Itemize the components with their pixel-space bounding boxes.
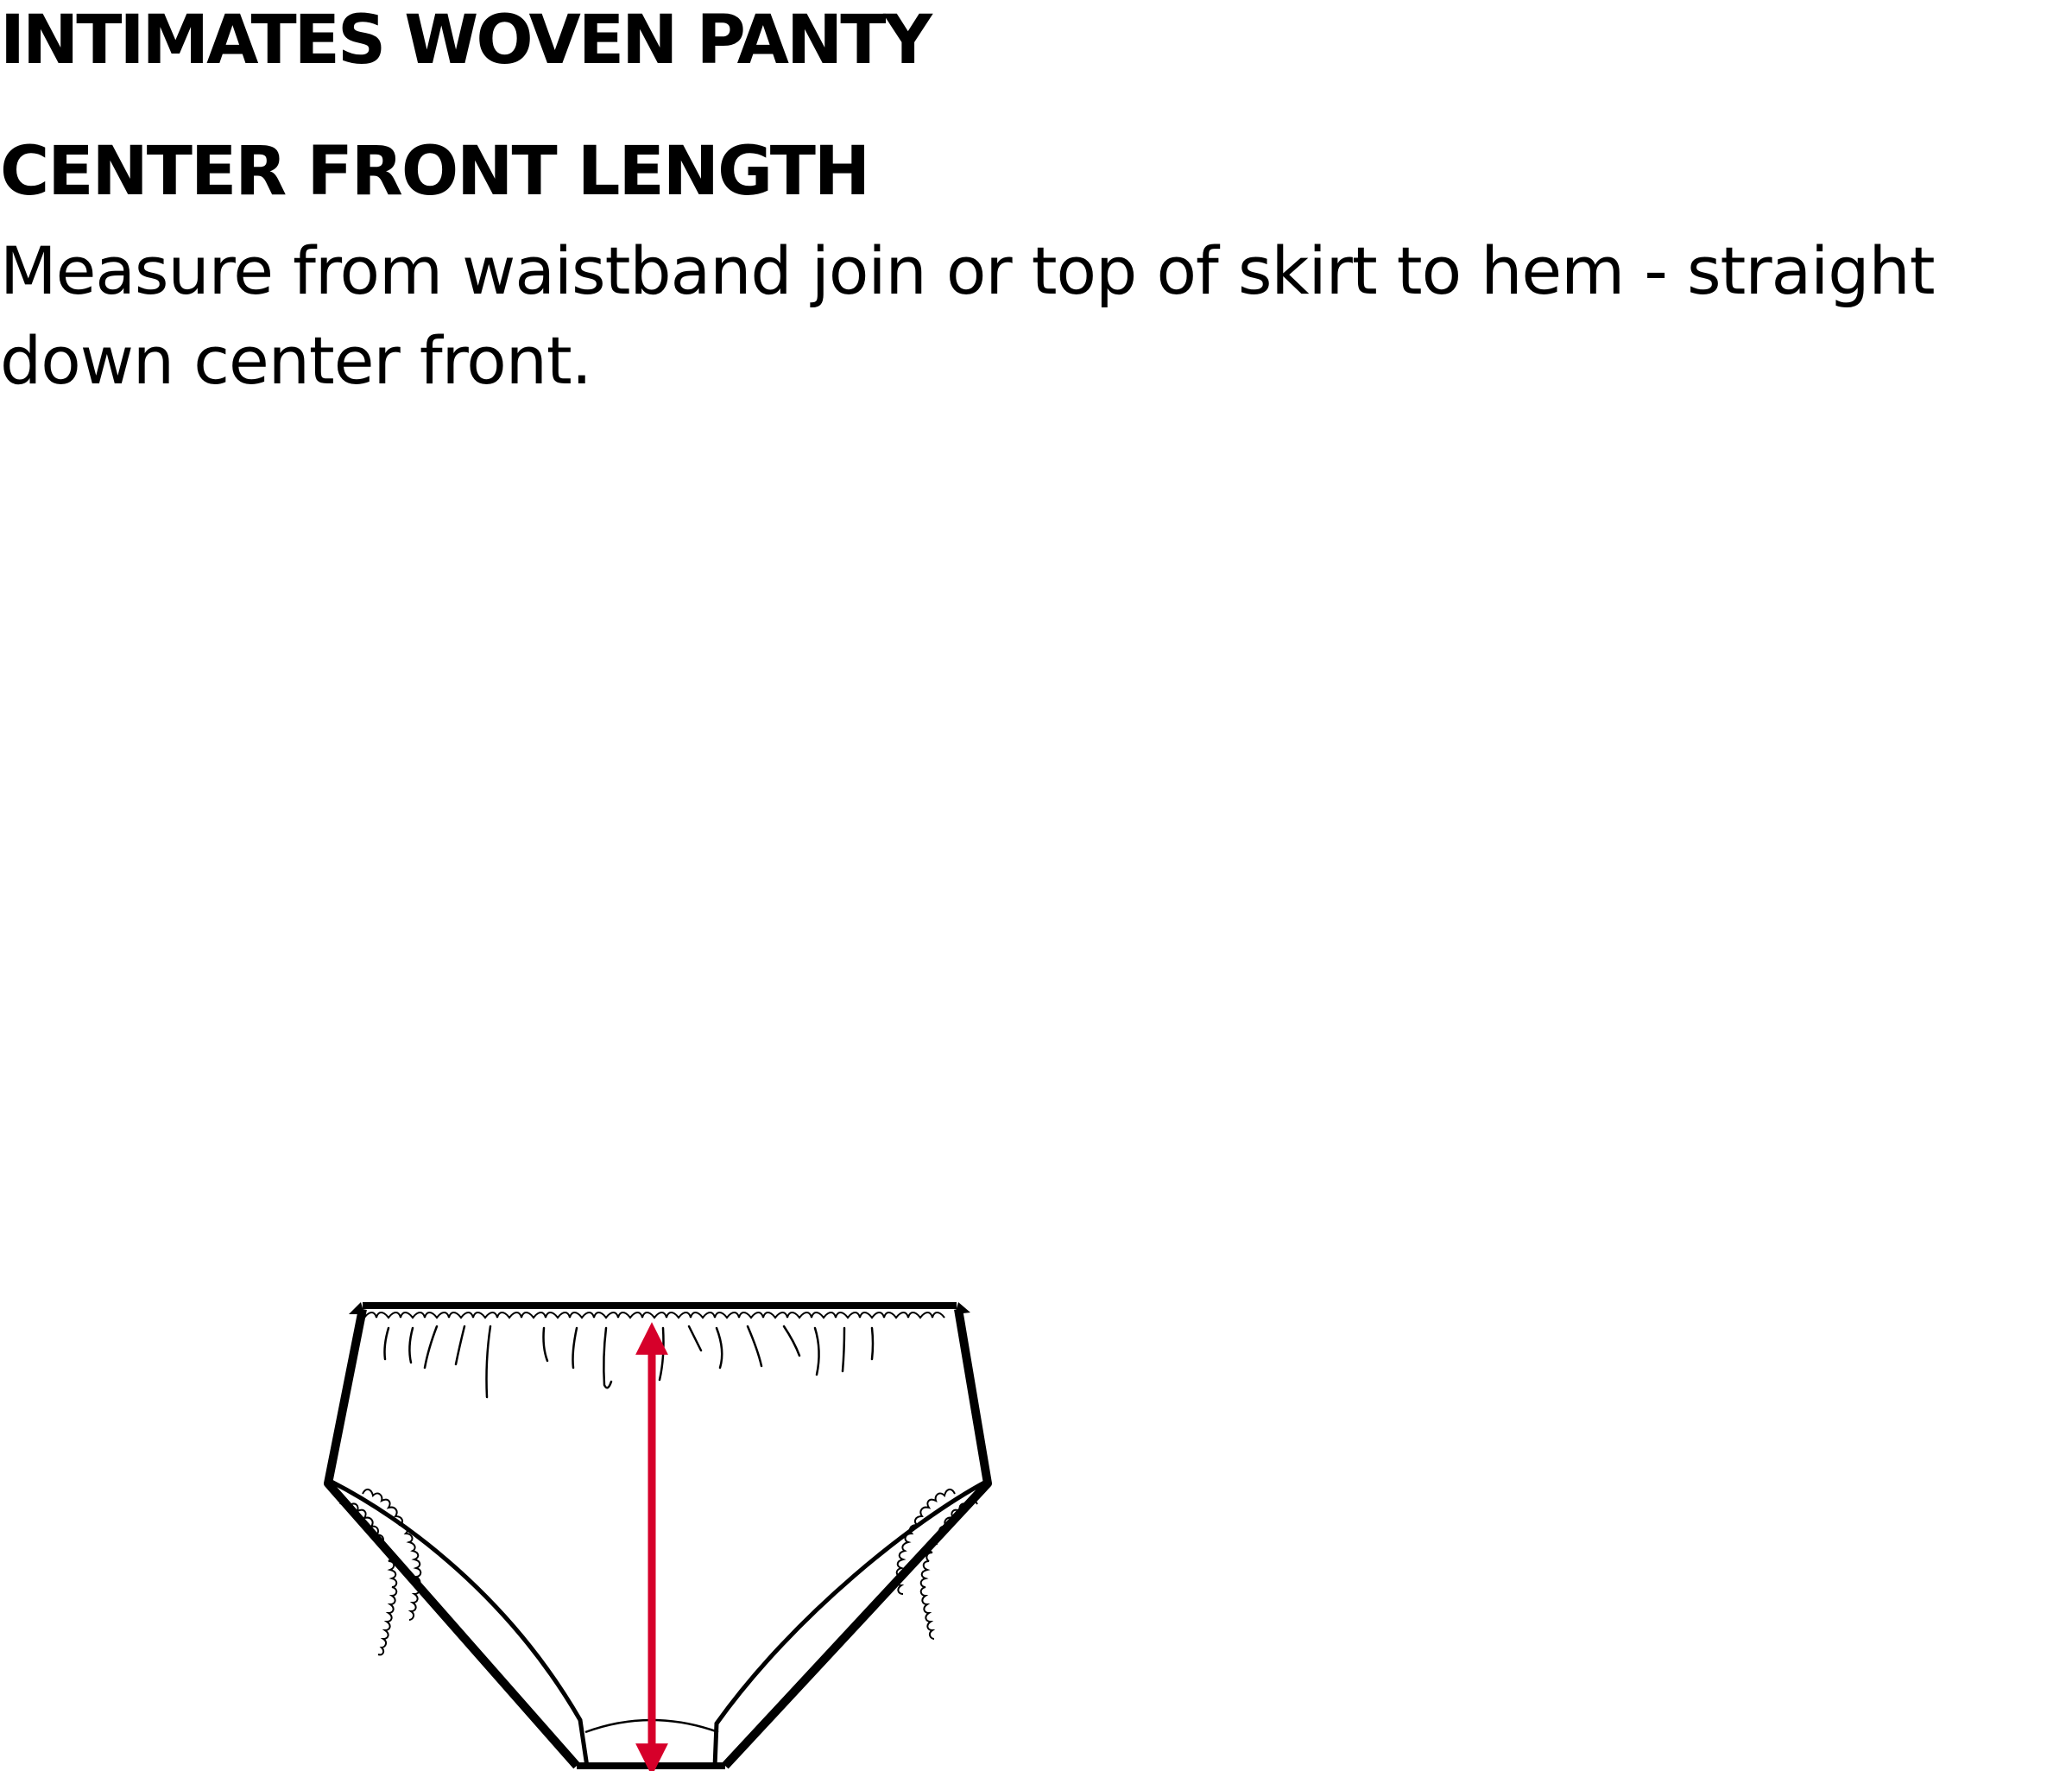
waistband-scallops	[363, 1312, 945, 1319]
panty-illustration	[311, 1287, 1019, 1771]
leg-openings	[330, 1479, 988, 1768]
document-title: INTIMATES WOVEN PANTY	[0, 2, 932, 79]
gather-lines	[383, 1325, 875, 1399]
waistband	[349, 1302, 970, 1319]
panty-outline	[324, 1308, 992, 1769]
measurement-instructions: Measure from waistband join or top of sk…	[0, 232, 1936, 399]
leg-lace	[339, 1489, 978, 1656]
panty-diagram	[324, 1302, 992, 1771]
measurement-heading: CENTER FRONT LENGTH	[0, 133, 870, 211]
